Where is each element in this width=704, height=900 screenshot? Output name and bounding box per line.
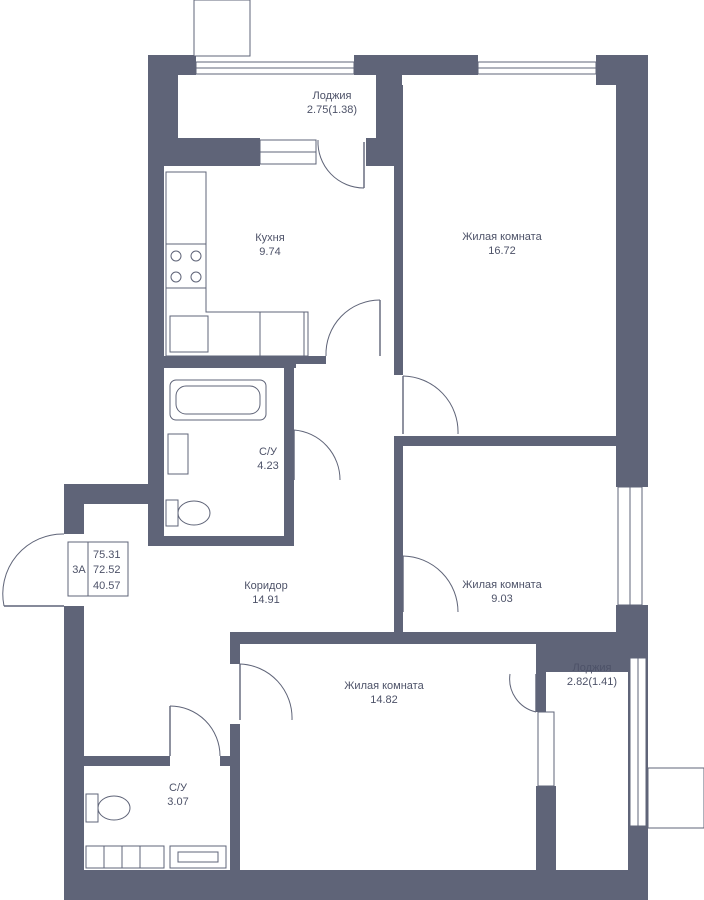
kitchen-sink <box>169 315 209 353</box>
shelf-bath2 <box>85 845 165 869</box>
wall-living1-living2 <box>394 436 648 446</box>
toilet-bath1-bowl <box>177 500 211 526</box>
door-bathroom1[interactable] <box>293 429 341 481</box>
windows <box>193 0 704 829</box>
door-kitchen-loggia[interactable] <box>317 139 365 189</box>
corridor-area: 14.91 <box>252 594 280 606</box>
wall-right-upper <box>616 55 648 487</box>
toilet-bath2-tank <box>85 793 99 823</box>
living3-name: Жилая комната <box>344 680 424 692</box>
wall-bath2-top <box>64 756 170 766</box>
wall-top-mid <box>354 55 478 75</box>
apartment-area-total: 75.31 <box>93 549 121 561</box>
bathtub <box>169 379 267 421</box>
toilet-bath2-bowl <box>97 795 131 821</box>
living2-area: 9.03 <box>491 593 512 605</box>
wall-bath1-bottom <box>148 536 294 546</box>
room-labels: Лоджия 2.75(1.38) Кухня 9.74 Жилая комна… <box>167 90 617 808</box>
wall-loggia-top-bottom <box>148 138 260 166</box>
loggia-right-area: 2.82(1.41) <box>567 676 617 688</box>
doors <box>2 139 537 757</box>
corridor-name: Коридор <box>244 580 287 592</box>
living1-name: Жилая комната <box>462 231 542 243</box>
walls <box>64 55 648 900</box>
burner-1 <box>170 250 182 262</box>
wall-left-living2 <box>394 436 403 641</box>
door-loggia-right[interactable] <box>509 673 537 713</box>
door-entrance[interactable] <box>2 533 65 607</box>
sink-bath2 <box>169 845 227 869</box>
burner-4 <box>190 271 202 283</box>
wall-living3-left <box>230 632 240 664</box>
door-living2[interactable] <box>402 555 459 613</box>
apartment-area-living: 40.57 <box>93 580 121 592</box>
loggia-top-area: 2.75(1.38) <box>307 104 357 116</box>
fridge <box>259 311 305 357</box>
living1-area: 16.72 <box>488 245 516 257</box>
loggia-right-name: Лоджия <box>573 662 612 674</box>
bathroom2-name: С/У <box>169 782 188 794</box>
wall-center-vertical <box>394 85 403 375</box>
wall-living3-left2 <box>230 724 240 900</box>
wall-bath1-right <box>284 368 294 546</box>
wall-bottom <box>64 870 236 900</box>
window-living3-loggia <box>537 711 555 787</box>
apartment-area-living-total: 72.52 <box>93 564 121 576</box>
wall-left-lower <box>64 606 84 900</box>
wall-kitchen-bottom <box>148 356 296 368</box>
bathroom2-area: 3.07 <box>167 796 188 808</box>
wall-bath2-top2 <box>220 756 240 766</box>
loggia-top-name: Лоджия <box>313 90 352 102</box>
sink-bath1 <box>167 433 189 475</box>
toilet-bath1-tank <box>165 499 179 527</box>
kitchen-counter <box>165 171 309 357</box>
kitchen-area: 9.74 <box>259 246 280 258</box>
ac-platform-right <box>647 767 704 829</box>
wall-entrance-top <box>64 484 164 504</box>
living2-name: Жилая комната <box>462 579 542 591</box>
fixtures <box>85 171 309 869</box>
door-living3[interactable] <box>239 663 293 721</box>
stove <box>165 243 207 289</box>
wall-kitchen-bottom2 <box>296 356 326 364</box>
wall-living3-right-upper <box>536 672 546 712</box>
bathroom1-area: 4.23 <box>257 460 278 472</box>
ac-platform-top <box>193 0 251 57</box>
bathroom1-name: С/У <box>259 446 278 458</box>
wall-bath1-left <box>148 368 164 546</box>
apartment-legend: 3А 75.31 72.52 40.57 <box>67 541 129 597</box>
apartment-type: 3А <box>72 564 86 576</box>
door-living1[interactable] <box>402 375 459 435</box>
door-bathroom2[interactable] <box>169 705 221 757</box>
wall-living3-right <box>536 786 556 900</box>
kitchen-name: Кухня <box>255 232 284 244</box>
door-kitchen[interactable] <box>325 299 381 357</box>
wall-entrance-left <box>64 484 84 534</box>
burner-2 <box>190 250 202 262</box>
wall-loggia-right-bottom <box>536 880 648 900</box>
living3-area: 14.82 <box>370 694 398 706</box>
burner-3 <box>170 271 182 283</box>
legend-area-box <box>87 541 129 597</box>
